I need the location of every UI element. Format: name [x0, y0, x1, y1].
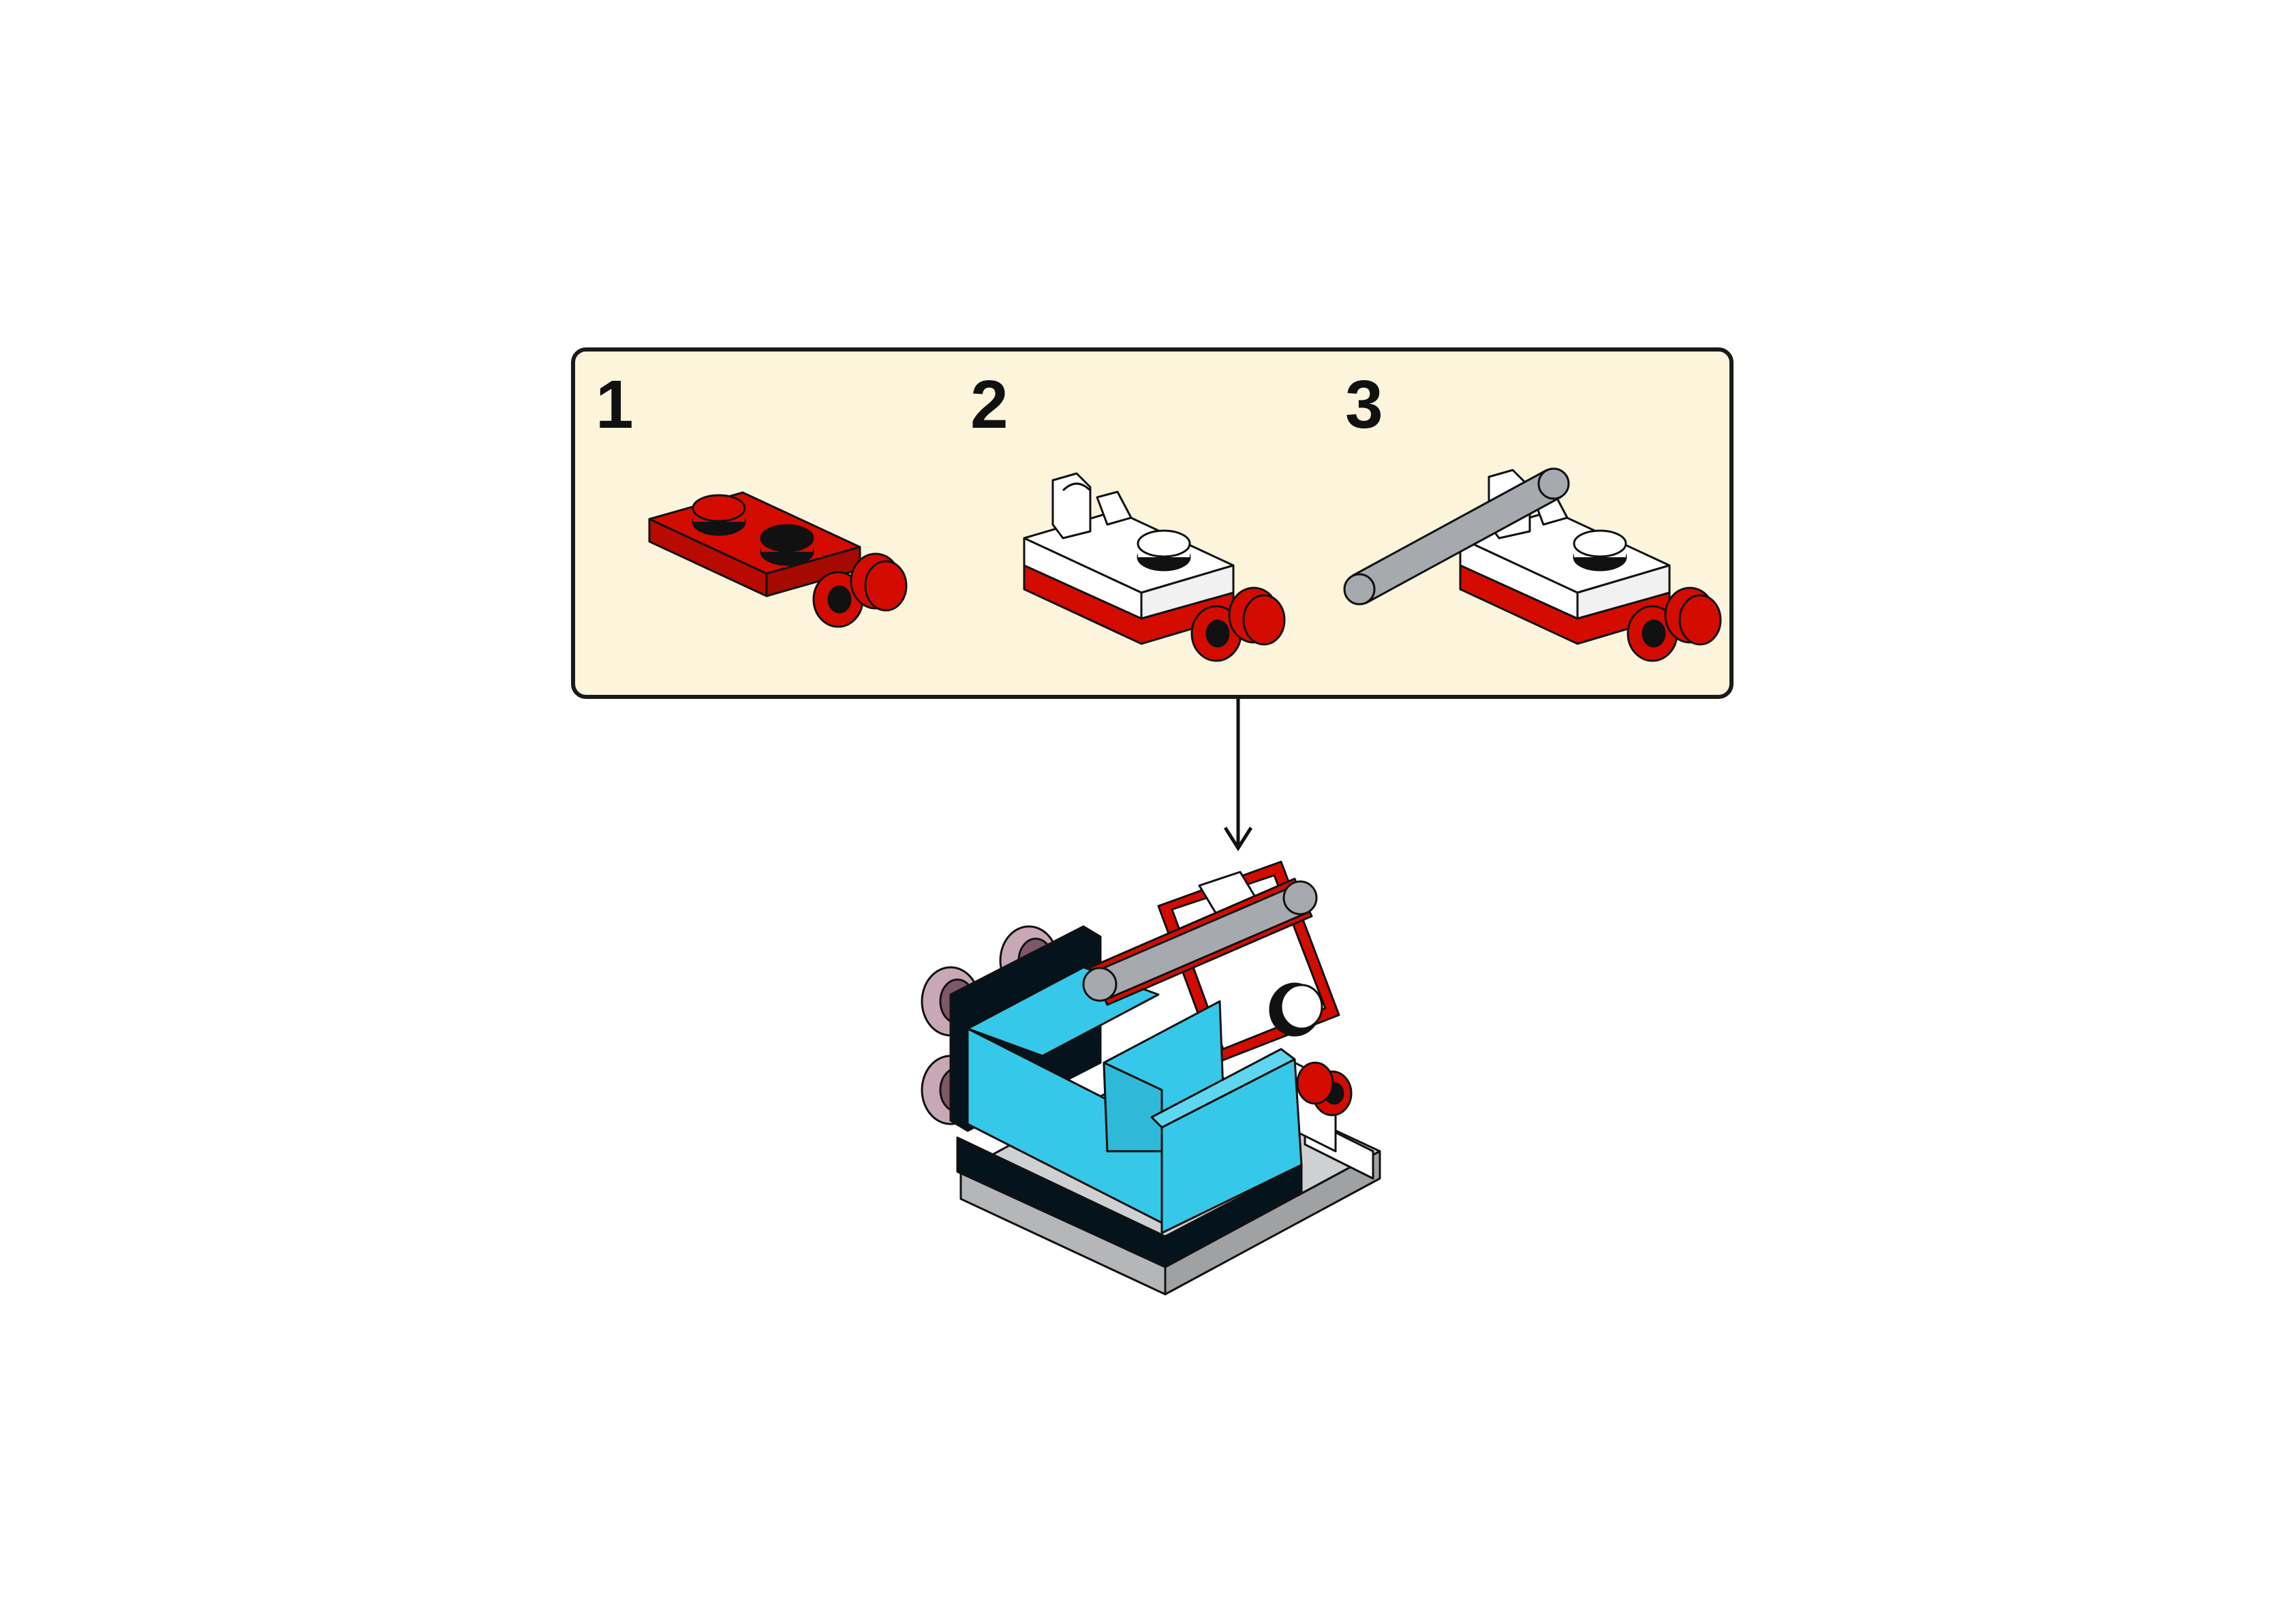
azure-seat [966, 966, 1303, 1234]
step-3-number: 3 [1345, 366, 1383, 443]
step-2-number: 2 [970, 366, 1008, 443]
step-2-assembly [1023, 472, 1286, 662]
down-arrow-icon [1223, 699, 1253, 852]
grey-bar [1343, 467, 1570, 606]
main-grey-bar [1082, 877, 1318, 1006]
step-1-red-plate [648, 491, 908, 628]
step-3-assembly [1343, 467, 1722, 662]
main-model [921, 860, 1381, 1296]
step-1-number: 1 [596, 366, 634, 443]
